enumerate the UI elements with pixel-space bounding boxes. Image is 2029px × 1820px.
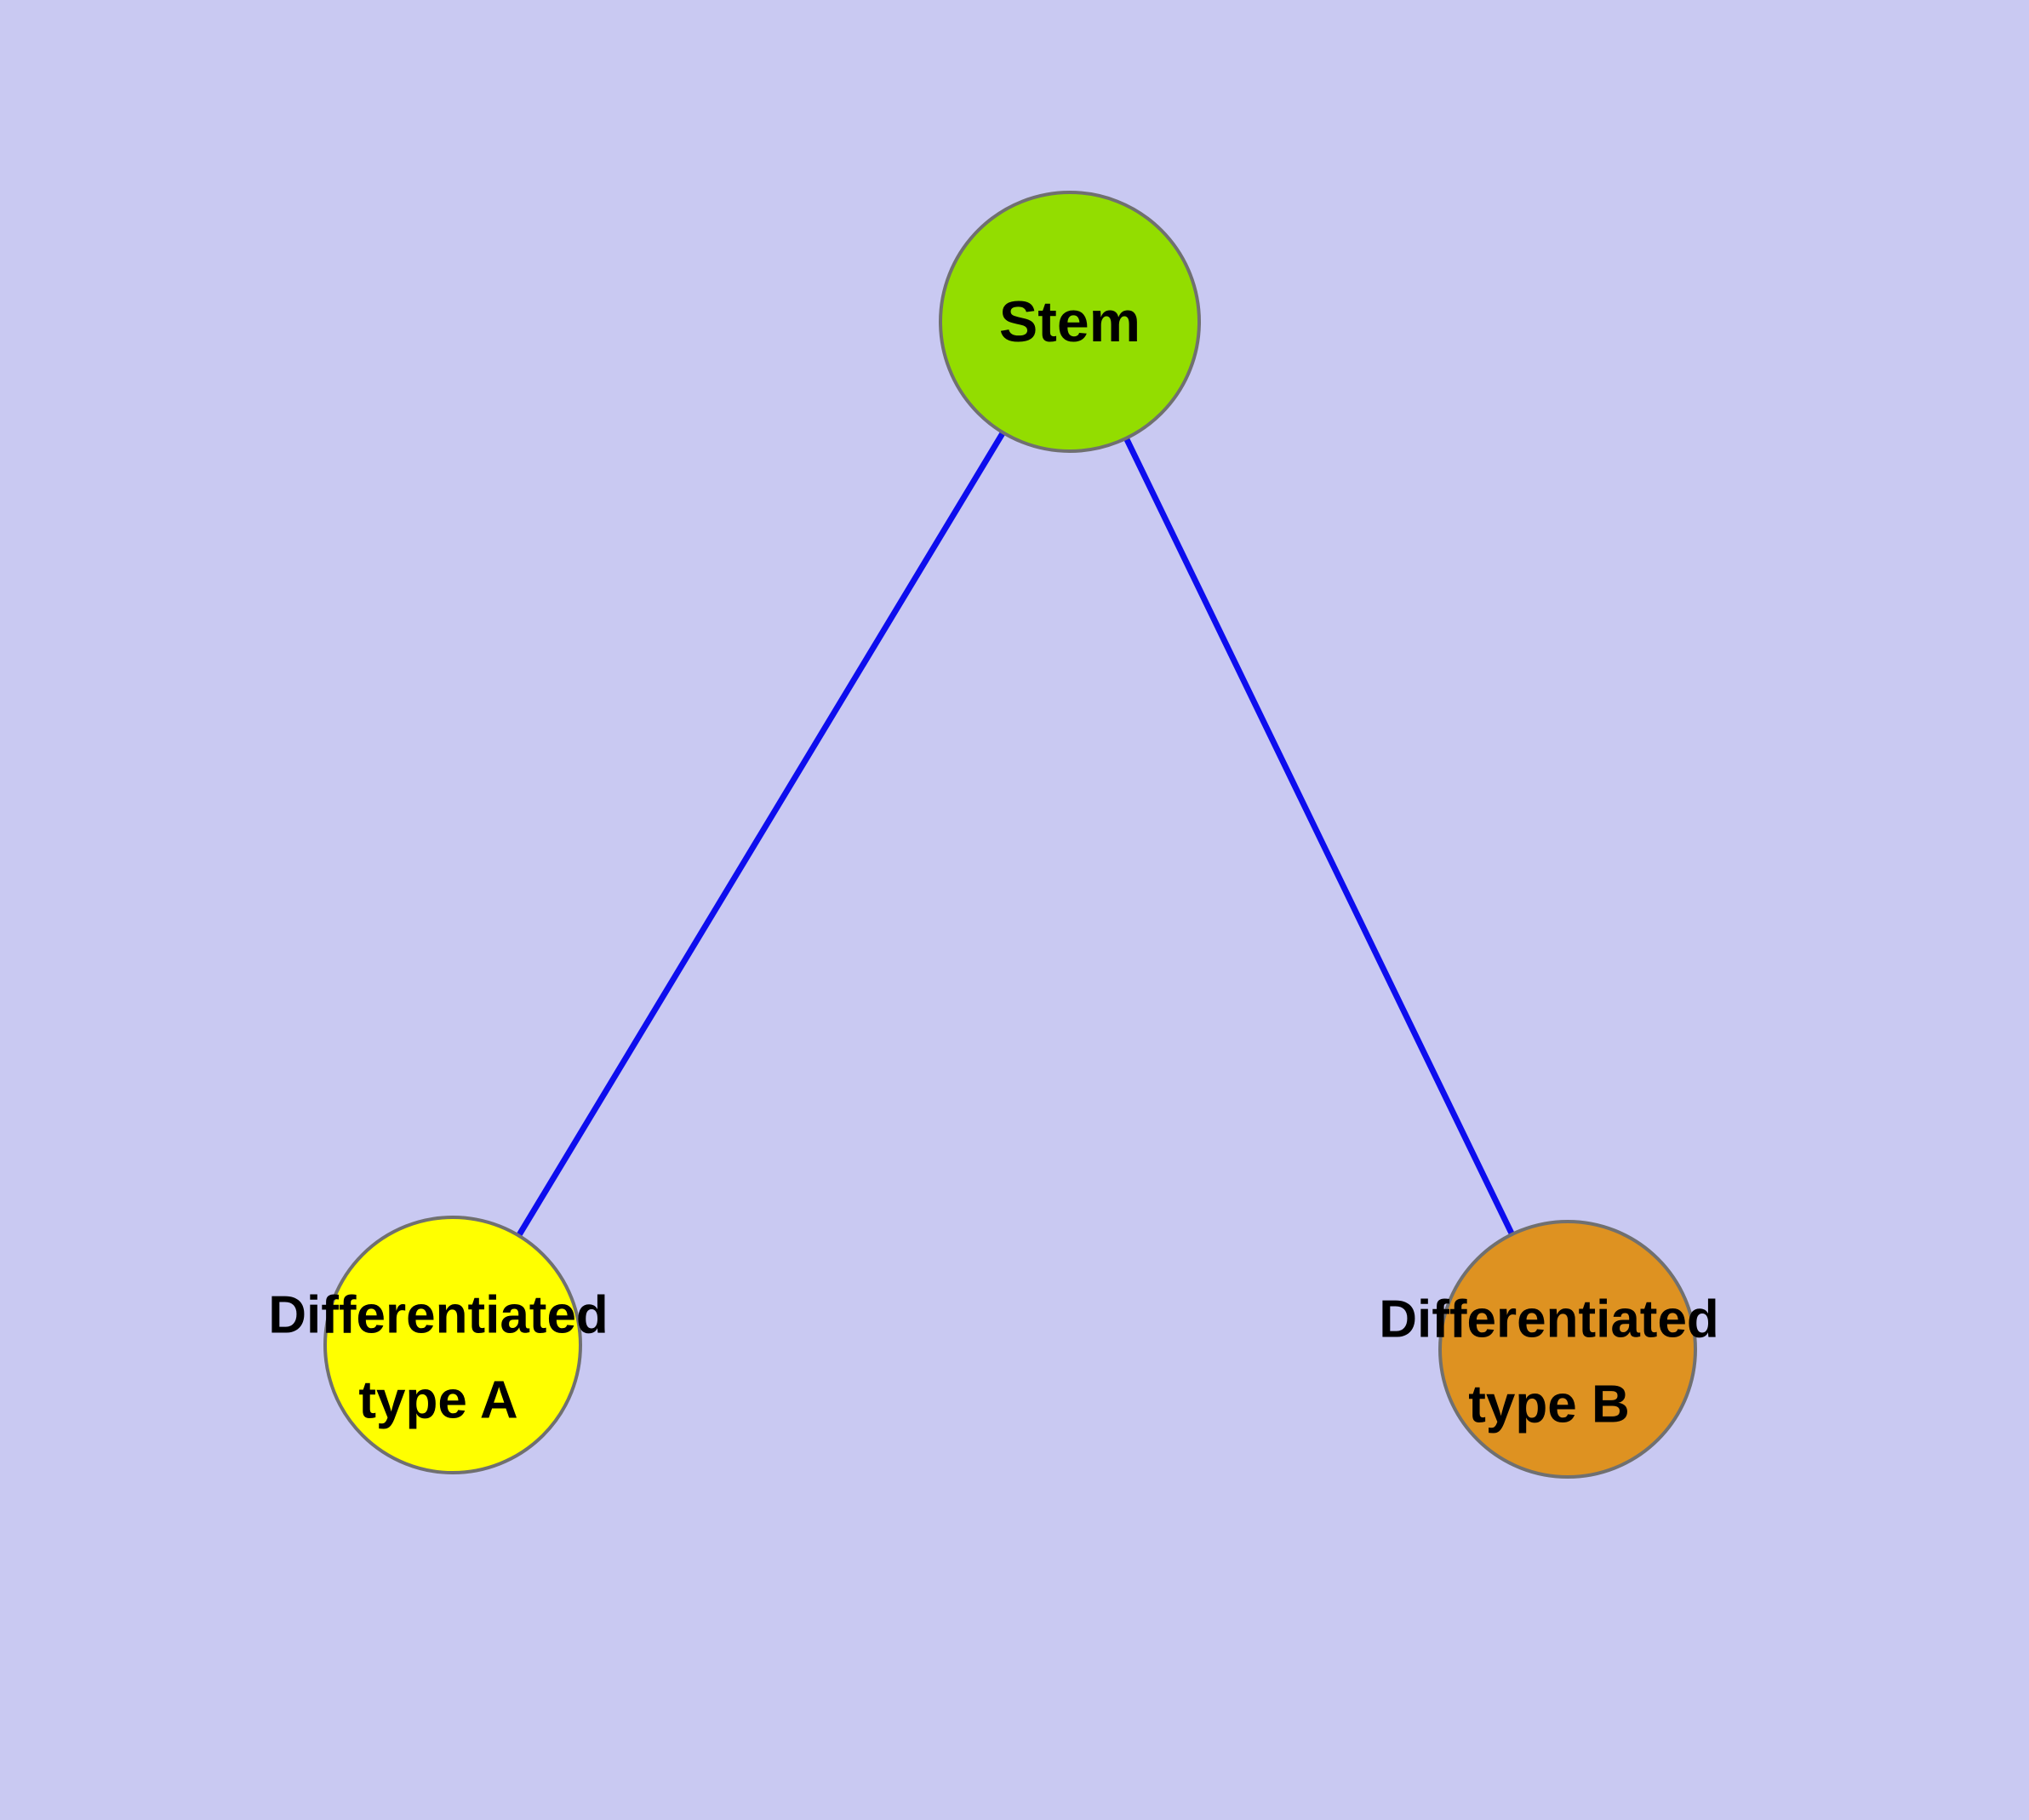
edge-stem-to-type-b	[1066, 320, 1571, 1351]
edge-stem-to-type-a	[450, 320, 1072, 1347]
type-a-node-label-line1: Differentiated	[268, 1286, 609, 1345]
type-b-node-label-line2: type B	[1468, 1376, 1629, 1434]
stem-node-label: Stem	[999, 289, 1140, 354]
type-b-node-label-line1: Differentiated	[1379, 1291, 1719, 1349]
stem-node	[939, 191, 1201, 453]
differentiated-type-a-node	[323, 1216, 582, 1474]
type-a-node-label-line2: type A	[358, 1371, 517, 1430]
differentiated-type-b-node	[1438, 1220, 1697, 1479]
